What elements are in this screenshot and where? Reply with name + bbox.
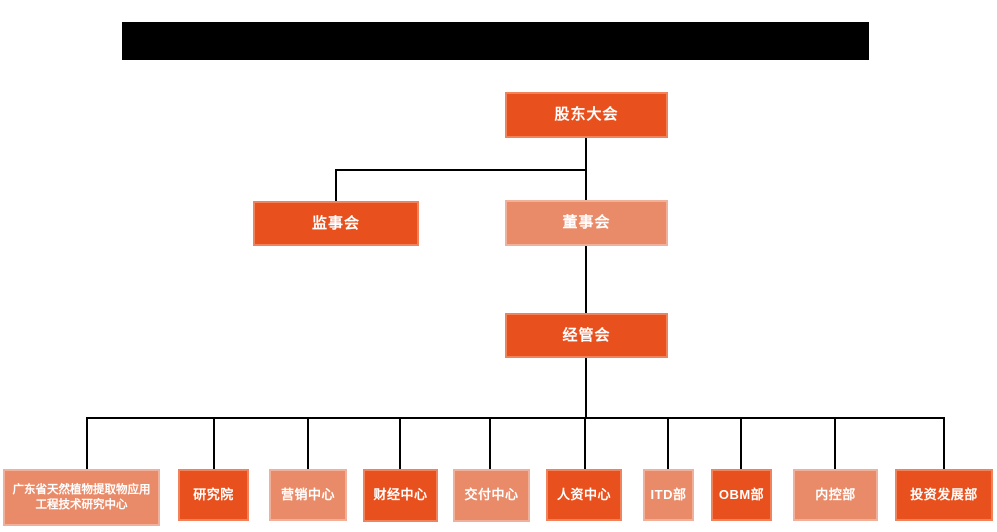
org-node-guangdong-research-center: 广东省天然植物提取物应用工程技术研究中心 [3,469,160,526]
connector-drop-hr-center [584,417,586,469]
org-node-label: 经管会 [562,326,611,344]
org-node-label: 股东大会 [554,106,619,124]
redacted-title-bar [122,22,869,60]
org-node-delivery-center: 交付中心 [453,469,530,522]
org-node-label: 人资中心 [556,486,611,502]
org-node-label: 营销中心 [280,486,335,502]
org-node-label: 广东省天然植物提取物应用工程技术研究中心 [12,483,151,511]
connector-drop-itd-dept [667,417,669,469]
connector-drop-marketing-center [307,417,309,469]
connector-drop-investment-dev-dept [943,417,945,469]
org-node-marketing-center: 营销中心 [269,469,347,521]
org-node-label: 内控部 [815,486,856,502]
org-node-itd-dept: ITD部 [643,469,694,521]
connector-drop-research-institute [213,417,215,469]
org-node-investment-development-dept: 投资发展部 [895,469,993,521]
org-node-hr-center: 人资中心 [546,469,622,521]
org-node-research-institute: 研究院 [178,469,249,521]
org-node-shareholders-meeting: 股东大会 [505,92,668,138]
org-node-obm-dept: OBM部 [711,469,772,521]
org-node-label: 监事会 [311,214,360,232]
connector-supervisory-drop [335,169,337,201]
connector-management-down [585,358,587,417]
org-node-board-of-directors: 董事会 [505,200,668,246]
connector-board-to-management [585,246,587,313]
connector-drop-finance-center [399,417,401,469]
connector-branch-horizontal [335,169,587,171]
org-node-label: ITD部 [650,486,687,502]
connector-drop-obm-dept [740,417,742,469]
connector-drop-research-center [86,417,88,469]
org-node-management-committee: 经管会 [505,313,668,358]
org-node-label: 财经中心 [373,487,428,503]
org-node-label: 投资发展部 [910,486,978,502]
connector-drop-delivery-center [489,417,491,469]
org-node-label: 研究院 [193,486,234,502]
org-node-internal-control-dept: 内控部 [793,469,878,521]
org-node-label: OBM部 [718,486,765,502]
org-node-finance-center: 财经中心 [363,469,438,522]
connector-bottom-rail [86,417,945,419]
org-node-supervisory-board: 监事会 [253,201,419,246]
org-node-label: 交付中心 [464,487,519,503]
org-node-label: 董事会 [562,214,611,232]
connector-drop-internal-control-dept [834,417,836,469]
